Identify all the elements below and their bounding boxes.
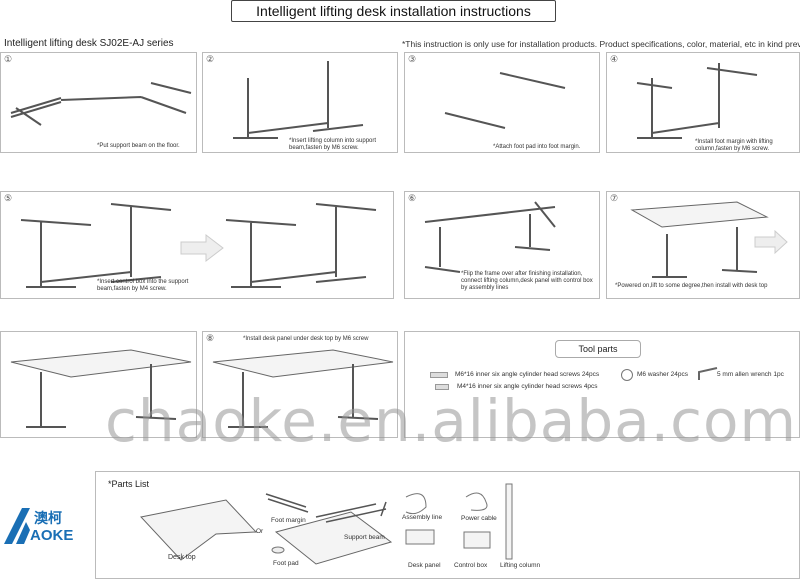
logo-mark-icon (4, 508, 30, 544)
frame-with-margin-drawing (636, 63, 758, 139)
tool-item: M6 washer 24pcs (637, 371, 688, 378)
step-number: ① (4, 54, 13, 64)
tool-item: M6*16 inner six angle cylinder head scre… (455, 371, 600, 378)
final-desk-panel (0, 331, 197, 438)
page-title: Intelligent lifting desk installation in… (231, 0, 556, 22)
power-cable (465, 492, 488, 511)
assembled-desk-drawing (10, 349, 192, 428)
step-number: ⑧ (206, 333, 215, 343)
step-number: ② (206, 54, 215, 64)
series-label: Intelligent lifting desk SJ02E-AJ series (4, 38, 174, 49)
install-desk-top-drawing (630, 201, 788, 278)
step-number: ⑥ (408, 193, 417, 203)
allen-wrench-icon (698, 367, 718, 380)
step-number: ④ (610, 54, 619, 64)
screw-icon (430, 372, 448, 378)
step-caption: *Insert lifting column into support beam… (289, 138, 377, 151)
washer-icon (621, 369, 633, 381)
tool-parts-title: Tool parts (555, 340, 641, 358)
step-5-panel: ⑤ *Insert control box into the support b… (0, 191, 394, 299)
tool-item: M4*16 inner six angle cylinder head scre… (457, 383, 598, 390)
part-label: Support beam (344, 534, 385, 541)
part-label: Assembly line (402, 514, 443, 521)
desk-panel (405, 529, 435, 545)
parts-list-panel: *Parts List Desk top Or Foot margin Foot… (95, 471, 800, 579)
screw-icon (435, 384, 449, 390)
support-beam-drawing (10, 82, 192, 126)
foot-margin (265, 493, 309, 513)
step-2-panel: ② *Insert lifting column into support be… (202, 52, 398, 153)
step-caption: *Insert control box into the support bea… (97, 279, 189, 292)
step-3-panel: ③ *Attach foot pad into foot margin. (404, 52, 600, 153)
step-caption: *Install foot margin with lifting column… (695, 139, 773, 152)
logo-en: AOKE (30, 527, 74, 544)
tool-item: 5 mm allen wrench 1pc (717, 371, 784, 378)
part-label: Desk panel (408, 562, 441, 569)
logo-cn: 澳柯 (34, 510, 62, 526)
tool-parts-panel: Tool parts M6*16 inner six angle cylinde… (404, 331, 800, 438)
assembly-line (405, 493, 427, 515)
step-number: ⑤ (4, 193, 13, 203)
desk-top-rect (274, 511, 393, 565)
step-6-panel: ⑥ *Flip the frame over after finishing i… (404, 191, 600, 299)
step-caption: *Attach foot pad into foot margin. (493, 144, 581, 150)
part-label: Foot margin (271, 517, 306, 524)
disclaimer-note: *This instruction is only use for instal… (402, 39, 800, 49)
desk-panel-install-drawing (212, 349, 394, 428)
parts-list-title: *Parts List (108, 479, 150, 489)
part-label: Foot pad (273, 560, 299, 567)
part-label: Desk top (168, 554, 196, 561)
step-4-panel: ④ *Install foot margin with lifting colu… (606, 52, 800, 153)
parts-drawings (140, 483, 513, 565)
foot-pad (271, 546, 285, 554)
part-label: Power cable (461, 515, 497, 522)
step-caption: *Powered on,lift to some degree,then ins… (615, 283, 768, 289)
control-box-drawing (20, 203, 377, 288)
step-1-panel: ① *Put support beam on the floor. (0, 52, 197, 153)
step-7-panel: ⑦ *Powered on,lift to some degree,then i… (606, 191, 800, 299)
control-box (463, 531, 491, 549)
lifting-column (505, 483, 513, 560)
part-label: Control box (454, 562, 488, 569)
flipped-frame-drawing (424, 201, 556, 273)
step-caption: *Put support beam on the floor. (97, 143, 180, 149)
step-caption: *Install desk panel under desk top by M6… (243, 336, 369, 342)
step-number: ③ (408, 54, 417, 64)
part-label: Lifting column (500, 562, 541, 569)
watermark: chaoke.en.alibaba.com (105, 387, 797, 455)
or-label: Or (256, 528, 264, 535)
support-beam (315, 501, 387, 523)
step-caption: *Flip the frame over after finishing ins… (461, 271, 593, 291)
step-number: ⑦ (610, 193, 619, 203)
desk-top-curved (140, 499, 258, 561)
foot-margin-drawing (444, 72, 566, 129)
lifting-column-drawing (233, 61, 364, 139)
step-8-panel: ⑧ *Install desk panel under desk top by … (202, 331, 398, 438)
